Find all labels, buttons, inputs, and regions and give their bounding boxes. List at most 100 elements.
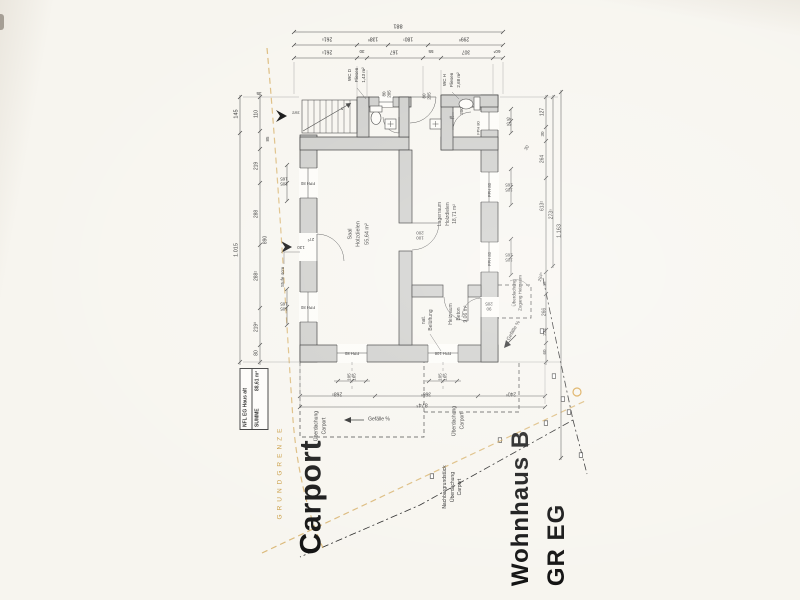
door-dim: 100 200 bbox=[416, 230, 424, 241]
room-label-lagerraum: Lagerraum Holzdielen 18,71 m² bbox=[436, 201, 458, 227]
door-dim: 80 205 bbox=[381, 90, 392, 98]
neighbor-label: Nachbargrundstück Überdachung Carport bbox=[441, 465, 463, 509]
door-dim: 27² bbox=[307, 237, 315, 243]
window-dim: 55 45 bbox=[506, 116, 512, 127]
scan-edge-artifact bbox=[0, 14, 4, 30]
dim: 45 bbox=[541, 281, 547, 287]
dim: 55 bbox=[428, 49, 434, 55]
grundgrenze-lines bbox=[261, 47, 586, 554]
dim-total-right: 1.163 bbox=[556, 224, 563, 238]
dim: 219⁰ bbox=[253, 321, 260, 333]
door-dim: 130 bbox=[297, 245, 305, 251]
boundary-point-marker bbox=[572, 387, 582, 397]
dim: 288 bbox=[253, 209, 260, 219]
dim: 110 bbox=[253, 110, 260, 118]
window-label: FPH 80 bbox=[487, 182, 493, 198]
area-table-row-label: SUMME bbox=[254, 408, 261, 427]
door-leaves bbox=[316, 96, 482, 321]
boundary-posts bbox=[429, 328, 584, 479]
boundary-label: GRUNDGRENZE bbox=[276, 424, 284, 520]
slope-arrows bbox=[344, 334, 517, 423]
window-label: FPH 80 bbox=[344, 350, 360, 356]
toilet-wc-d bbox=[370, 111, 382, 125]
dim-total-left: 1.015 bbox=[233, 243, 240, 257]
dim-total-bottom: 874⁵ bbox=[416, 401, 428, 408]
dim: 127 bbox=[539, 107, 546, 117]
title-carport: Carport bbox=[294, 439, 328, 555]
extension-lines bbox=[243, 62, 560, 404]
canopy-label-heizraum: Überdachung Zugang Heizraum bbox=[511, 275, 523, 311]
cistern-wc-d bbox=[369, 105, 383, 113]
dim: 299⁰ bbox=[458, 35, 470, 42]
dim: 890 bbox=[262, 235, 269, 245]
canopy-label-carport: Überdachung Carport bbox=[313, 410, 328, 442]
window-dim: 105 165 bbox=[505, 182, 513, 193]
dim: 30 bbox=[539, 131, 545, 137]
dim: 268⁵ bbox=[331, 390, 343, 397]
dim: 167 bbox=[389, 48, 399, 55]
dim: 138⁰ bbox=[367, 35, 379, 42]
step-label: Stufe 4cm bbox=[279, 266, 285, 288]
window-frames bbox=[300, 97, 498, 362]
area-table-header: NFL EG Haus alt bbox=[240, 369, 253, 429]
dim: 60⁵ bbox=[493, 49, 501, 55]
dim: 307 bbox=[461, 48, 471, 55]
area-table-row-value: 88,61 m² bbox=[254, 371, 261, 392]
room-label-saal: Saal Holzdielen 55,64 m² bbox=[347, 221, 371, 247]
dim: 80 bbox=[253, 350, 260, 356]
dim: 145 bbox=[233, 109, 240, 119]
window-dim: 105 165 bbox=[505, 252, 513, 263]
dim: 200 bbox=[458, 107, 464, 115]
entrance-arrow-stair bbox=[276, 110, 287, 122]
stair-dim: 5 bbox=[340, 106, 344, 112]
entrance-arrows bbox=[276, 110, 292, 253]
dim: 35 bbox=[256, 91, 262, 97]
toilet-wc-h bbox=[458, 98, 474, 110]
dim: 75 bbox=[449, 115, 455, 121]
dim: 366⁰ bbox=[420, 390, 432, 397]
area-summary-table: NFL EG Haus alt SUMME 88,61 m² bbox=[239, 368, 269, 430]
extension-dashed bbox=[351, 362, 444, 390]
property-boundary bbox=[299, 277, 588, 558]
cistern-wc-h bbox=[473, 96, 481, 111]
wc-fixtures bbox=[369, 96, 481, 130]
wall-openings bbox=[299, 96, 499, 363]
room-label-wc-d: WC D Fliesen 1,43 m² bbox=[346, 67, 366, 83]
dim: 288² bbox=[253, 270, 260, 282]
heizraum-canopy bbox=[498, 284, 532, 319]
dim: 30 bbox=[359, 49, 365, 55]
dim: 60 bbox=[541, 349, 547, 355]
dim: 85 bbox=[264, 136, 270, 142]
door-dim: 90 205 bbox=[485, 301, 493, 312]
dim: 613² bbox=[539, 200, 546, 212]
canopy-label-carport: Überdachung Carport bbox=[451, 405, 466, 437]
exterior-stair bbox=[301, 99, 358, 134]
dim: 264 bbox=[539, 154, 546, 164]
window-label: FPH 80 bbox=[300, 304, 316, 310]
entrance-arrow-door bbox=[281, 241, 292, 253]
dim: 219 bbox=[253, 161, 260, 171]
door-dim: 80 205 bbox=[421, 92, 432, 100]
room-label-heizraum: Heizraum Beton 9,06 m² bbox=[447, 303, 469, 325]
dim: 240⁰ bbox=[505, 390, 517, 397]
window-label: FPH 80 bbox=[475, 121, 481, 135]
room-label-wc-h: WC H Fliesen 2,68 m² bbox=[441, 72, 461, 88]
dim: 273⁵ bbox=[548, 208, 555, 220]
window-label: FPH 80 bbox=[300, 180, 316, 186]
dim: 234 bbox=[541, 328, 547, 336]
stair-dim: 18/2 bbox=[292, 110, 300, 116]
carport-canopy-right bbox=[424, 362, 520, 413]
window-label: FPH 80 bbox=[487, 251, 493, 267]
window-dim: 105 165 bbox=[346, 373, 357, 381]
title-wohnhaus-gr-eg: Wohnhaus B GR EG bbox=[507, 429, 570, 587]
leader-lines bbox=[283, 87, 530, 352]
window-dim: 105 165 bbox=[280, 301, 288, 312]
window-dim: 105 165 bbox=[280, 176, 288, 187]
dim: 261⁵ bbox=[321, 35, 333, 42]
dim: 261⁵ bbox=[321, 48, 333, 55]
dim: 266 bbox=[541, 307, 548, 317]
window-label: FPH 108 bbox=[434, 350, 452, 356]
slope-label: Gefälle % bbox=[368, 416, 390, 423]
